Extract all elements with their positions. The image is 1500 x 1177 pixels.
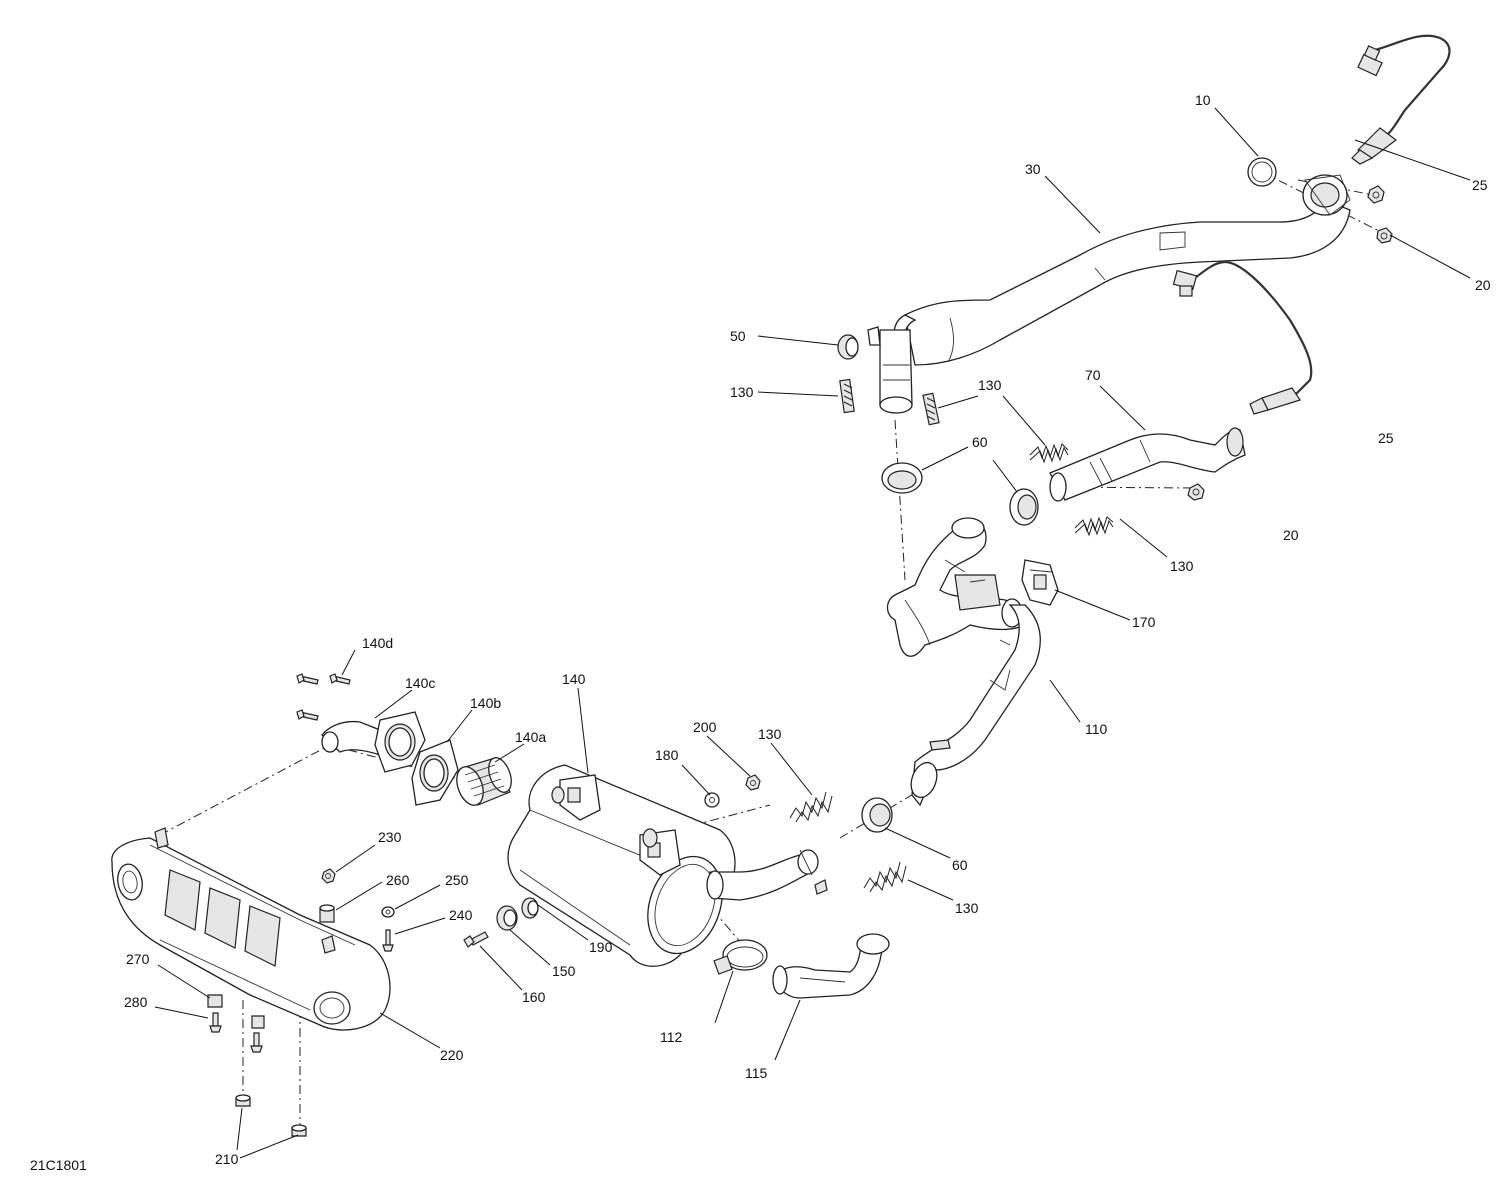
label-140b: 140b	[470, 695, 501, 711]
bolt-140d-b	[329, 673, 351, 685]
flange-elbow-140c	[321, 711, 426, 773]
label-130-b: 130	[978, 377, 1002, 393]
label-140: 140	[562, 671, 586, 687]
label-240: 240	[449, 907, 473, 923]
label-140d: 140d	[362, 635, 393, 651]
y-pipe	[886, 517, 1026, 657]
label-140c: 140c	[405, 675, 435, 691]
nut-270	[207, 994, 265, 1029]
spacer-260	[319, 904, 335, 923]
label-250: 250	[445, 872, 469, 888]
label-130-e: 130	[955, 900, 979, 916]
label-270: 270	[126, 951, 150, 967]
label-112: 112	[660, 1029, 683, 1045]
label-60-lower: 60	[952, 857, 968, 873]
label-130-c: 130	[1170, 558, 1194, 574]
spring-130-b	[922, 392, 940, 426]
spring-130-c	[1029, 443, 1069, 464]
label-280: 280	[124, 994, 148, 1010]
oxygen-sensor-25-lower	[1172, 260, 1313, 415]
bracket-170	[1021, 559, 1059, 606]
label-130-d: 130	[758, 726, 782, 742]
label-180: 180	[655, 747, 679, 763]
callout-labels: 10 25 20 30 50 130 130 70 25 60 20 130 1…	[30, 92, 1491, 1173]
spring-130-a	[839, 378, 855, 414]
label-25-lower: 25	[1378, 430, 1394, 446]
spacer-190	[521, 897, 539, 919]
label-220: 220	[440, 1047, 464, 1063]
grommet-210	[235, 1094, 307, 1137]
leader-lines	[154, 107, 1471, 1159]
spring-130-d	[1074, 516, 1114, 537]
spring-130-f	[863, 861, 907, 893]
label-70: 70	[1085, 367, 1101, 383]
o-ring-10	[1247, 157, 1277, 187]
heat-shield-220	[111, 827, 391, 1031]
label-260: 260	[386, 872, 410, 888]
label-25-upper: 25	[1472, 177, 1488, 193]
nut-230	[321, 868, 336, 884]
elbow-pipe-115	[772, 933, 890, 999]
header-pipe-30	[867, 174, 1351, 414]
gasket-60-b	[1009, 488, 1039, 526]
mesh-sleeve-140a	[456, 757, 512, 806]
bolt-280	[209, 1012, 263, 1053]
nut-200	[745, 774, 761, 791]
gasket-60-a	[881, 462, 923, 494]
bolt-160	[463, 931, 489, 948]
grommet-50	[837, 334, 859, 360]
label-150: 150	[552, 963, 576, 979]
diagram-id: 21C1801	[30, 1157, 87, 1173]
bolt-140d-c	[296, 709, 319, 721]
gasket-140b	[411, 739, 459, 806]
washer-250	[381, 906, 395, 918]
label-110: 110	[1085, 721, 1108, 737]
label-160: 160	[522, 989, 546, 1005]
mid-pipe-70	[1049, 427, 1246, 502]
spring-130-e	[789, 791, 833, 823]
down-pipe-110	[910, 604, 1041, 807]
label-10: 10	[1195, 92, 1211, 108]
clamp-112	[713, 939, 768, 975]
oxygen-sensor-25-upper	[1351, 34, 1451, 165]
label-30: 30	[1025, 161, 1041, 177]
nut-20-upper	[1367, 185, 1393, 244]
label-210: 210	[215, 1151, 239, 1167]
label-130-a: 130	[730, 384, 754, 400]
gasket-60-c	[861, 797, 893, 833]
washer-180	[704, 792, 720, 808]
bolt-140d-a	[296, 673, 319, 685]
label-140a: 140a	[515, 729, 546, 745]
label-230: 230	[378, 829, 402, 845]
nut-20-lower	[1187, 483, 1205, 501]
bolt-240	[382, 929, 394, 952]
label-20-lower: 20	[1283, 527, 1299, 543]
label-190: 190	[589, 939, 613, 955]
label-200: 200	[693, 719, 717, 735]
label-60-upper: 60	[972, 434, 988, 450]
label-50: 50	[730, 328, 746, 344]
muffler-140	[507, 764, 828, 967]
grommet-150	[496, 905, 518, 931]
label-170: 170	[1132, 614, 1156, 630]
label-115: 115	[745, 1065, 768, 1081]
label-20-upper: 20	[1475, 277, 1491, 293]
